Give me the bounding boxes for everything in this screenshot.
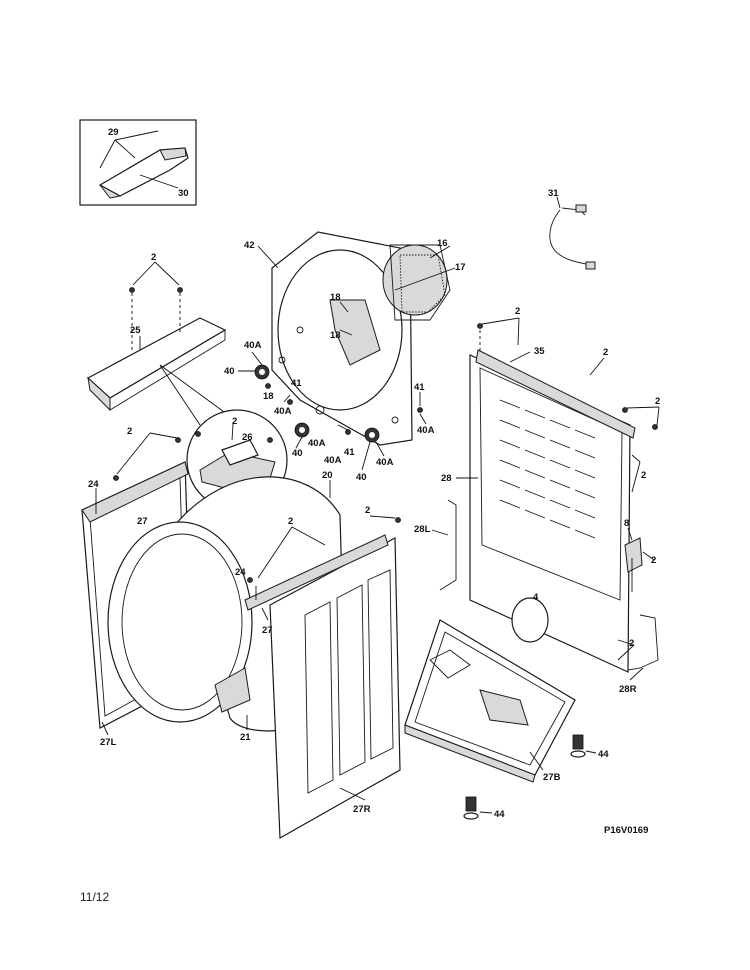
- callout-28R: 28R: [619, 684, 637, 695]
- page-number: 11/12: [80, 890, 110, 904]
- callout-18-lower: 18: [330, 330, 341, 341]
- callout-41-mid: 41: [344, 447, 355, 458]
- inset-vent-detail: 29 30: [79, 119, 197, 206]
- callout-2-drum-front: 2: [288, 516, 293, 527]
- callout-2-rear-top: 2: [515, 306, 520, 317]
- callout-25: 25: [130, 325, 141, 336]
- callout-30: 30: [178, 188, 189, 199]
- callout-31: 31: [548, 188, 559, 199]
- callout-2-rear-right: 2: [655, 396, 660, 407]
- callout-2-side-lower: 2: [629, 638, 634, 649]
- right-side-panel-part: 2 2 24 27 27R: [235, 505, 401, 840]
- diagram-reference-code: P16V0169: [604, 825, 648, 836]
- callout-40-right: 40: [356, 472, 367, 483]
- callout-35: 35: [534, 346, 545, 357]
- callout-42: 42: [244, 240, 255, 251]
- rear-bulkhead-part: 42 16 17 18 18: [244, 231, 466, 446]
- callout-44-lower: 44: [494, 809, 505, 820]
- callout-17: 17: [455, 262, 466, 273]
- callout-40A-far: 40A: [417, 425, 435, 436]
- rear-panel-part: 2 35 2 2 28 4: [441, 306, 660, 673]
- leveling-legs-part: 44 44: [463, 734, 609, 820]
- drum-rollers-part: 40 40A 18 41 40A 40A 40 40A 41 40 40A 41…: [224, 340, 435, 483]
- callout-29: 29: [108, 127, 119, 138]
- callout-40A-left: 40A: [274, 406, 292, 417]
- callout-16: 16: [437, 238, 448, 249]
- wire-harness-part: 31: [548, 188, 596, 270]
- callout-27L: 27L: [100, 737, 117, 748]
- left-rear-bracket-part: 28L: [414, 499, 457, 591]
- callout-41-right: 41: [414, 382, 425, 393]
- rear-panel-side-parts: 2 8 2 2 28R: [617, 454, 659, 695]
- callout-2-rear-rail: 2: [603, 347, 608, 358]
- callout-24-lower: 24: [235, 567, 246, 578]
- callout-18-upper: 18: [330, 292, 341, 303]
- callout-2-side-upper: 2: [641, 470, 646, 481]
- callout-27-lower: 27: [262, 625, 273, 636]
- callout-2-right-panel: 2: [365, 505, 370, 516]
- callout-40A-top: 40A: [244, 340, 262, 351]
- callout-27-upper: 27: [137, 516, 148, 527]
- callout-20: 20: [322, 470, 333, 481]
- callout-40A-low: 40A: [324, 455, 342, 466]
- callout-27B: 27B: [543, 772, 561, 783]
- callout-44-right: 44: [598, 749, 609, 760]
- callout-2-circle: 2: [232, 416, 237, 427]
- callout-2-side-mid: 2: [651, 555, 656, 566]
- callout-40-left: 40: [224, 366, 235, 377]
- callout-40A-right: 40A: [376, 457, 394, 468]
- control-bracket-part: 2 25: [86, 252, 227, 412]
- callout-4: 4: [533, 592, 539, 603]
- callout-18-roller: 18: [263, 391, 274, 402]
- callout-8: 8: [624, 518, 629, 529]
- callout-28L: 28L: [414, 524, 431, 535]
- base-part: 27B: [404, 619, 576, 783]
- callout-24-upper: 24: [88, 479, 99, 490]
- callout-40A-mid: 40A: [308, 438, 326, 449]
- callout-27R: 27R: [353, 804, 371, 815]
- callout-28: 28: [441, 473, 452, 484]
- callout-40-mid: 40: [292, 448, 303, 459]
- callout-2-bracket: 2: [151, 252, 156, 263]
- callout-41-left: 41: [291, 378, 302, 389]
- callout-2-left-panel: 2: [127, 426, 132, 437]
- callout-21: 21: [240, 732, 251, 743]
- callout-26: 26: [242, 432, 253, 443]
